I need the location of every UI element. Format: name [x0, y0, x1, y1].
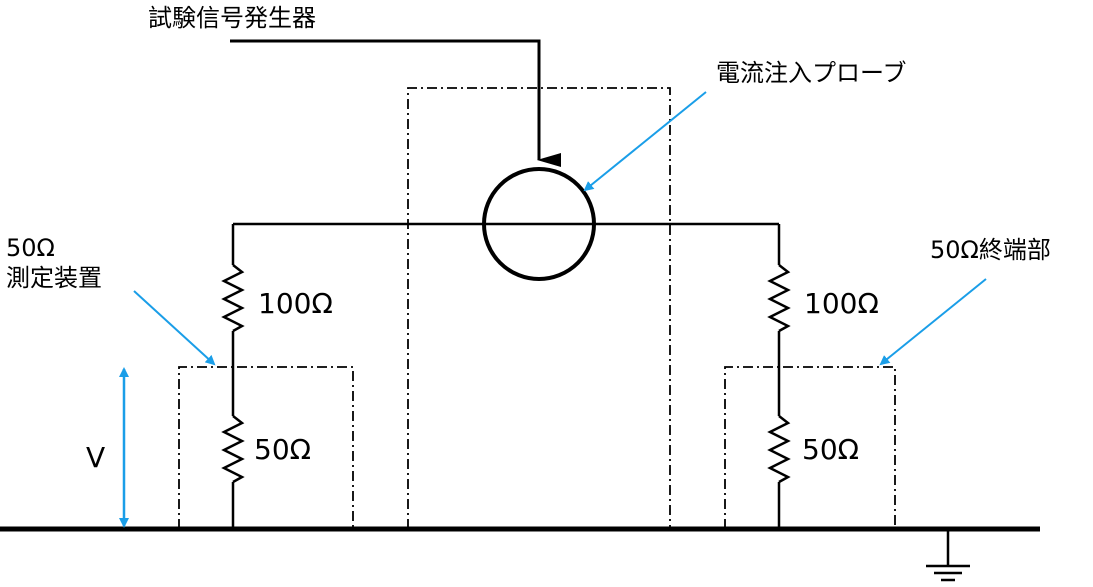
measuring-device-label-line1: 50Ω — [6, 234, 55, 262]
probe-fixture-box — [407, 87, 671, 529]
right-50-ohm-resistor — [767, 415, 791, 484]
termination-box — [724, 366, 896, 529]
right-100-ohm-resistor — [767, 264, 791, 333]
termination-callout-arrow — [879, 278, 987, 366]
injection-probe-circle — [482, 167, 596, 281]
left-branch — [221, 224, 245, 529]
injection-probe-label: 電流注入プローブ — [716, 59, 907, 87]
left-100-ohm-label: 100Ω — [258, 287, 333, 320]
right-100-ohm-label: 100Ω — [804, 287, 879, 320]
termination-label: 50Ω終端部 — [930, 236, 1051, 264]
left-50-ohm-resistor — [221, 415, 245, 484]
probe-callout-arrow — [583, 91, 707, 192]
right-branch — [767, 224, 791, 529]
measuring-device-label-line2: 測定装置 — [6, 264, 102, 292]
voltage-label: V — [86, 441, 106, 474]
left-50-ohm-label: 50Ω — [254, 433, 312, 466]
measuring-device-callout-arrow — [133, 290, 216, 366]
measuring-device-box — [178, 366, 354, 529]
signal-generator-label: 試験信号発生器 — [148, 4, 316, 32]
signal-generator-arrow — [230, 39, 561, 167]
right-50-ohm-label: 50Ω — [802, 433, 860, 466]
ground-symbol — [926, 529, 970, 582]
left-100-ohm-resistor — [221, 264, 245, 333]
